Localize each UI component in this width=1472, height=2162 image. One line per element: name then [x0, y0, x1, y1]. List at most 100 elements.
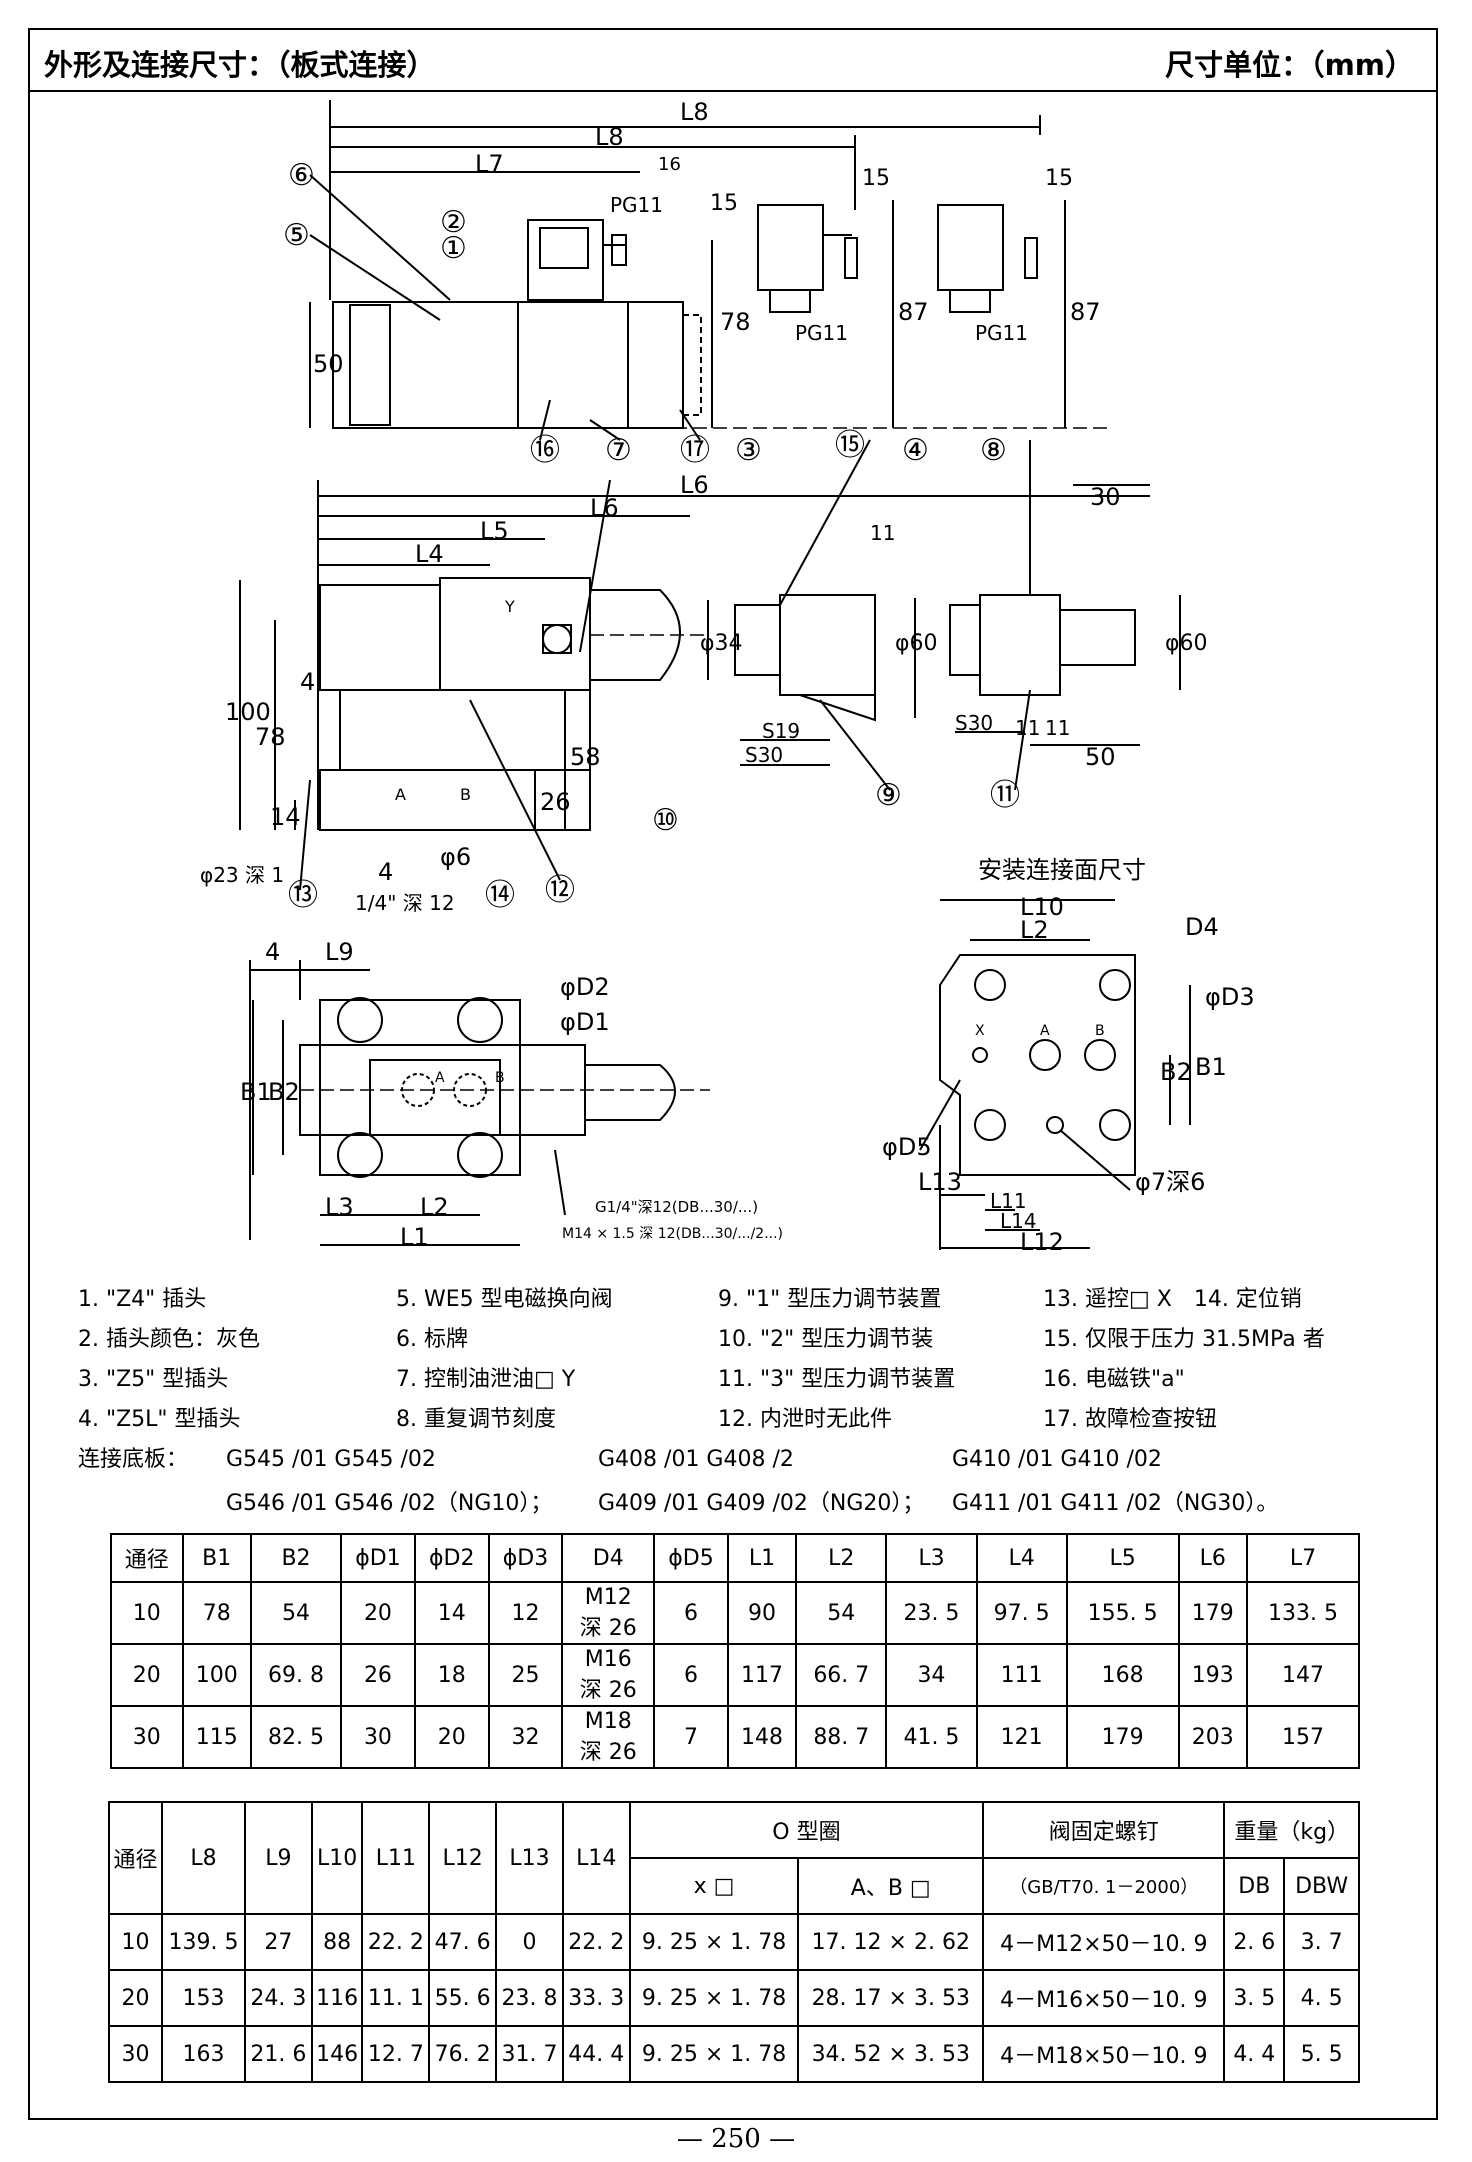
legend-item: 8. 重复调节刻度 [396, 1407, 556, 1432]
table-cell: 34 [885, 1643, 978, 1707]
t2-header-cell: L8 [161, 1801, 246, 1915]
table-cell: 133. 5 [1245, 1581, 1361, 1645]
t2-header-weight: 重量（kg） [1223, 1801, 1360, 1859]
table-cell: 0 [495, 1913, 564, 1971]
table-cell: 32 [487, 1705, 564, 1769]
base-line: G546 /01 G546 /02（NG10）； G409 /01 G409 /… [78, 1482, 1408, 1526]
dim-14: 14 [270, 803, 301, 831]
table-cell: 163 [161, 2025, 246, 2083]
table-cell: 5. 5 [1283, 2025, 1360, 2083]
label-pg11-a: PG11 [610, 193, 663, 217]
dim-B2-bottom: B2 [268, 1078, 300, 1106]
dim-78-mid: 78 [255, 723, 286, 751]
table-cell: 203 [1177, 1705, 1248, 1769]
dim-phiD5: φD5 [882, 1133, 932, 1161]
legend-item: 16. 电磁铁"a" [1043, 1367, 1185, 1392]
t1-header-cell: ϕD1 [340, 1533, 416, 1583]
dim-S30-a: S30 [745, 743, 783, 767]
t2-header-sub: x □ [628, 1857, 800, 1915]
label-pg11-c: PG11 [975, 321, 1028, 345]
dim-L10: L10 [1020, 893, 1064, 921]
dim-L11: L11 [990, 1189, 1027, 1213]
table-cell: 14 [413, 1581, 490, 1645]
dim-L5: L5 [480, 517, 509, 545]
table-cell: 2. 6 [1223, 1913, 1286, 1971]
t2-header-cell: L12 [428, 1801, 498, 1915]
dim-4-a: 4 [300, 668, 315, 696]
t1-header-cell: D4 [561, 1533, 656, 1583]
t1-header-cell: ϕD2 [413, 1533, 490, 1583]
table-cell: 20 [107, 1969, 164, 2027]
table-cell: M18 深 26 [561, 1705, 656, 1769]
t2-header-cell: L9 [243, 1801, 313, 1915]
table-cell: 47. 6 [428, 1913, 498, 1971]
dim-15-b: 15 [862, 166, 890, 191]
t1-header-cell: L7 [1245, 1533, 1361, 1583]
t1-header-cell: B2 [249, 1533, 343, 1583]
table-cell: 6 [653, 1643, 729, 1707]
dim-phi60-b: φ60 [1165, 631, 1208, 656]
callout-16: ⑯ [530, 433, 560, 468]
table-cell: 121 [975, 1705, 1068, 1769]
callout-4: ④ [902, 433, 929, 468]
callout-2-a: ② [440, 205, 467, 240]
dim-58: 58 [570, 743, 601, 771]
t2-header-cell: L11 [361, 1801, 431, 1915]
note-m14: M14 × 1.5 深 12(DB...30/.../2...) [562, 1226, 783, 1242]
dim-S30-b: S30 [955, 711, 993, 735]
dim-L1: L1 [400, 1223, 429, 1251]
dim-L7: L7 [475, 150, 504, 178]
callout-15: ⑮ [835, 428, 865, 463]
table-cell: 4. 5 [1283, 1969, 1360, 2027]
base-item: G411 /01 G411 /02（NG30）。 [952, 1491, 1279, 1516]
table-cell: 4－M18×50－10. 9 [982, 2025, 1226, 2083]
table-cell: 12. 7 [361, 2025, 431, 2083]
callout-9: ⑨ [875, 778, 902, 813]
dim-B1-mount: B1 [1195, 1053, 1227, 1081]
table-cell: 30 [107, 2025, 164, 2083]
label-A: A [395, 785, 406, 804]
technical-drawing: L8 L8 L7 16 15 15 15 78 87 87 50 PG11 PG… [200, 98, 1255, 1256]
base-line: 连接底板： G545 /01 G545 /02 G408 /01 G408 /2… [78, 1438, 1408, 1482]
table-cell: 55. 6 [428, 1969, 498, 2027]
table-cell: 12 [487, 1581, 564, 1645]
table-cell: 22. 2 [361, 1913, 431, 1971]
callout-6: ⑥ [288, 158, 315, 193]
t1-header-cell: L6 [1177, 1533, 1248, 1583]
table-cell: 6 [653, 1581, 729, 1645]
table-cell: 33. 3 [561, 1969, 631, 2027]
legend-item: 5. WE5 型电磁换向阀 [396, 1287, 613, 1312]
table-cell: M16 深 26 [561, 1643, 656, 1707]
table-cell: 78 [181, 1581, 252, 1645]
dim-phi60-a: φ60 [895, 631, 938, 656]
callout-14: ⑭ [485, 878, 515, 913]
dim-phiD3: φD3 [1205, 983, 1255, 1011]
t2-header-oring: O 型圈 [628, 1801, 985, 1859]
dim-L3: L3 [325, 1193, 354, 1221]
dim-11-c: 11 [1015, 716, 1040, 740]
callout-7: ⑦ [605, 433, 632, 468]
label-pg11-b: PG11 [795, 321, 848, 345]
table-cell: 139. 5 [161, 1913, 246, 1971]
dim-50-mid: 50 [1085, 743, 1116, 771]
table-cell: 24. 3 [243, 1969, 313, 2027]
base-item: G408 /01 G408 /2 [598, 1447, 794, 1472]
table-cell: 54 [249, 1581, 343, 1645]
dim-B1-bottom: B1 [240, 1078, 272, 1106]
dim-B2-mount: B2 [1160, 1058, 1192, 1086]
table-cell: 41. 5 [885, 1705, 978, 1769]
callout-8: ⑧ [980, 433, 1007, 468]
t1-header-cell: 通径 [110, 1533, 184, 1583]
table-cell: 7 [653, 1705, 729, 1769]
label-A-bottom: A [435, 1070, 445, 1086]
dim-L9: L9 [325, 938, 354, 966]
dim-L14: L14 [1000, 1209, 1037, 1233]
dim-L12: L12 [1020, 1228, 1064, 1256]
dim-78: 78 [720, 308, 751, 336]
header-title: 外形及连接尺寸：（板式连接） [44, 48, 436, 82]
dim-L6-b: L6 [590, 494, 619, 522]
table-cell: 9. 25 × 1. 78 [628, 2025, 800, 2083]
t2-header-screw: 阀固定螺钉 [982, 1801, 1226, 1859]
table-cell: 11. 1 [361, 1969, 431, 2027]
